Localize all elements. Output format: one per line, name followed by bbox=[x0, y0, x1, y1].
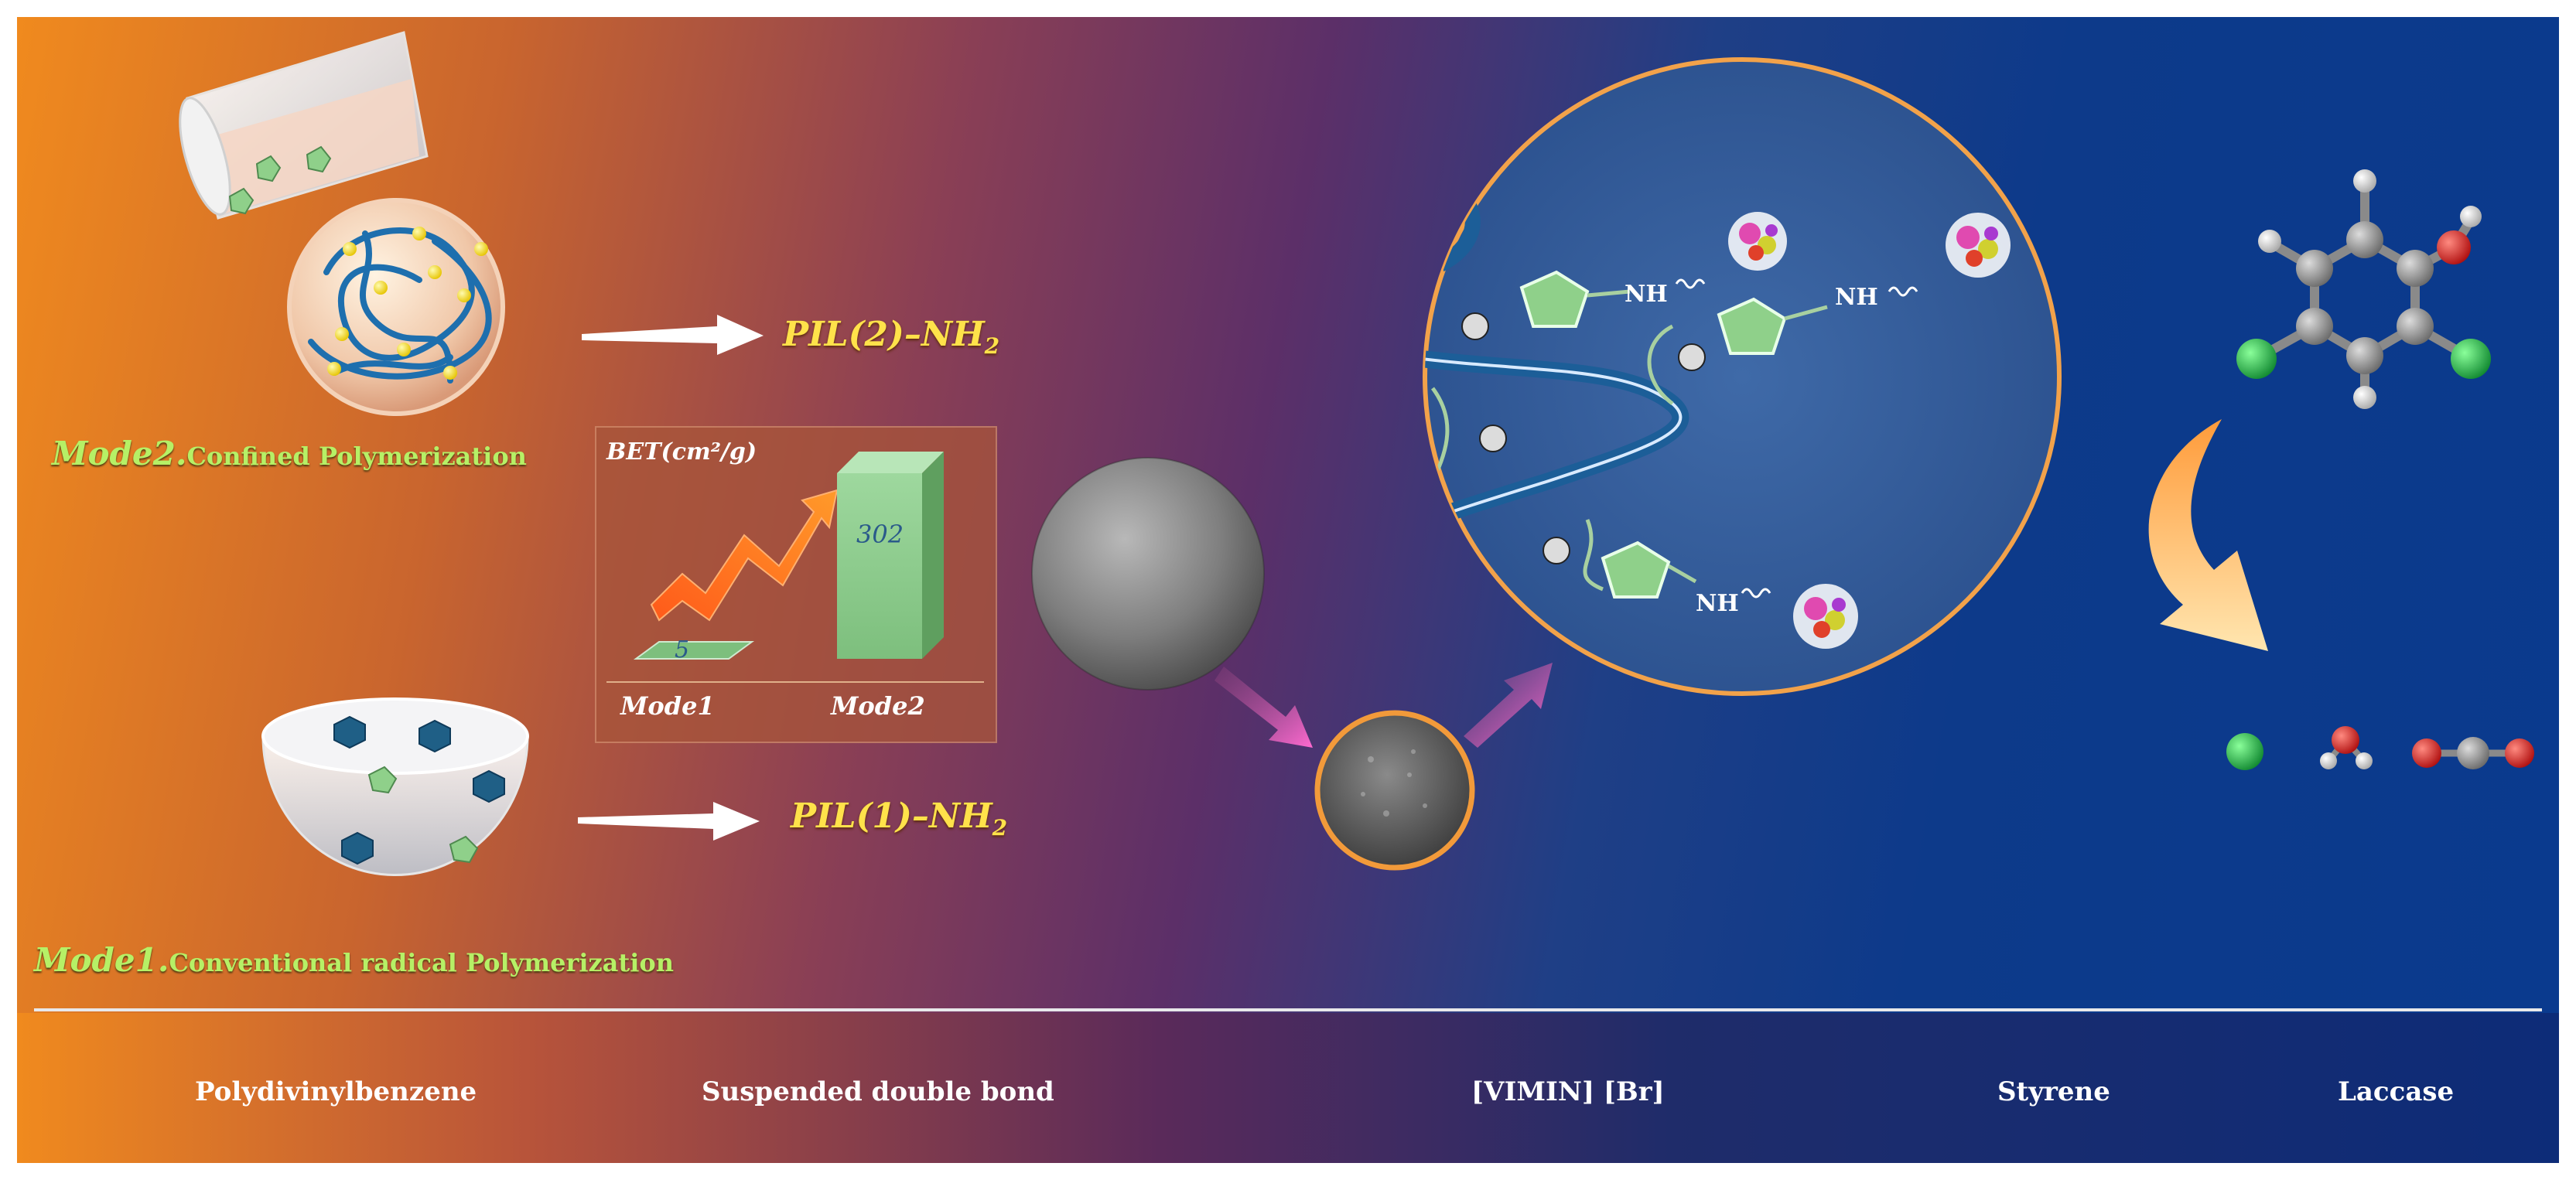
bet-bar-mode2 bbox=[837, 473, 922, 659]
arrow-to-pil2 bbox=[582, 315, 764, 355]
degradation-arrow bbox=[2148, 419, 2268, 651]
pil2-label: PIL(2)–NH2 bbox=[783, 315, 1000, 359]
scheme-artwork: 5 302 bbox=[53, 31, 2534, 1124]
bet-bar-mode2-side bbox=[922, 452, 944, 659]
arrow-to-pil1 bbox=[578, 802, 760, 841]
legend-laccase: Laccase bbox=[2338, 1076, 2455, 1107]
figure-panel: 5 302 bbox=[17, 17, 2559, 1163]
co2-molecule bbox=[2412, 737, 2534, 769]
bet-chart-title: BET(cm²/g) bbox=[606, 438, 757, 466]
bet-category-mode1: Mode1 bbox=[620, 691, 715, 721]
nh-label: NH bbox=[1835, 284, 1878, 311]
bet-bar-mode1 bbox=[633, 641, 755, 660]
laccase-icon bbox=[1728, 212, 1787, 271]
bet-bar-mode2-top bbox=[837, 452, 944, 473]
legend-styrene: Styrene bbox=[1997, 1076, 2110, 1107]
bet-chart: 5 302 bbox=[595, 426, 997, 743]
degradation-products bbox=[2226, 726, 2534, 770]
magnified-surface: NH NH NH bbox=[1423, 57, 2062, 696]
sem-surface-detail bbox=[1314, 710, 1475, 871]
zoom-arrow-up bbox=[1464, 663, 1553, 748]
nh-label: NH bbox=[1696, 590, 1739, 617]
nh-label: NH bbox=[1625, 281, 1668, 308]
laccase-icon bbox=[1946, 213, 2011, 278]
confined-polymer-sphere bbox=[287, 198, 505, 416]
sem-microsphere bbox=[1031, 457, 1265, 691]
legend-polydivinylbenzene: Polydivinylbenzene bbox=[195, 1076, 477, 1107]
pil1-label: PIL(1)–NH2 bbox=[791, 796, 1008, 841]
bet-value-mode1: 5 bbox=[675, 636, 689, 663]
legend-bar bbox=[17, 1013, 2559, 1163]
mode2-title: Mode2.Confined Polymerization bbox=[52, 435, 527, 472]
legend-divider bbox=[34, 1008, 2542, 1011]
bet-category-mode2: Mode2 bbox=[831, 691, 925, 721]
laccase-icon bbox=[1793, 584, 1858, 649]
legend-suspended-double-bond: Suspended double bond bbox=[702, 1076, 1054, 1107]
water-molecule bbox=[2320, 726, 2373, 769]
legend-vimin-br: [VIMIN] [Br] bbox=[1471, 1076, 1665, 1107]
mode1-title: Mode1.Conventional radical Polymerizatio… bbox=[34, 941, 674, 979]
conventional-bowl bbox=[261, 697, 529, 876]
dichlorophenol-molecule bbox=[2236, 169, 2491, 409]
trend-arrow-icon bbox=[650, 489, 839, 622]
zoom-arrow-down bbox=[1215, 667, 1313, 748]
bet-value-mode2: 302 bbox=[856, 520, 904, 549]
pouring-cup-icon bbox=[179, 31, 429, 220]
